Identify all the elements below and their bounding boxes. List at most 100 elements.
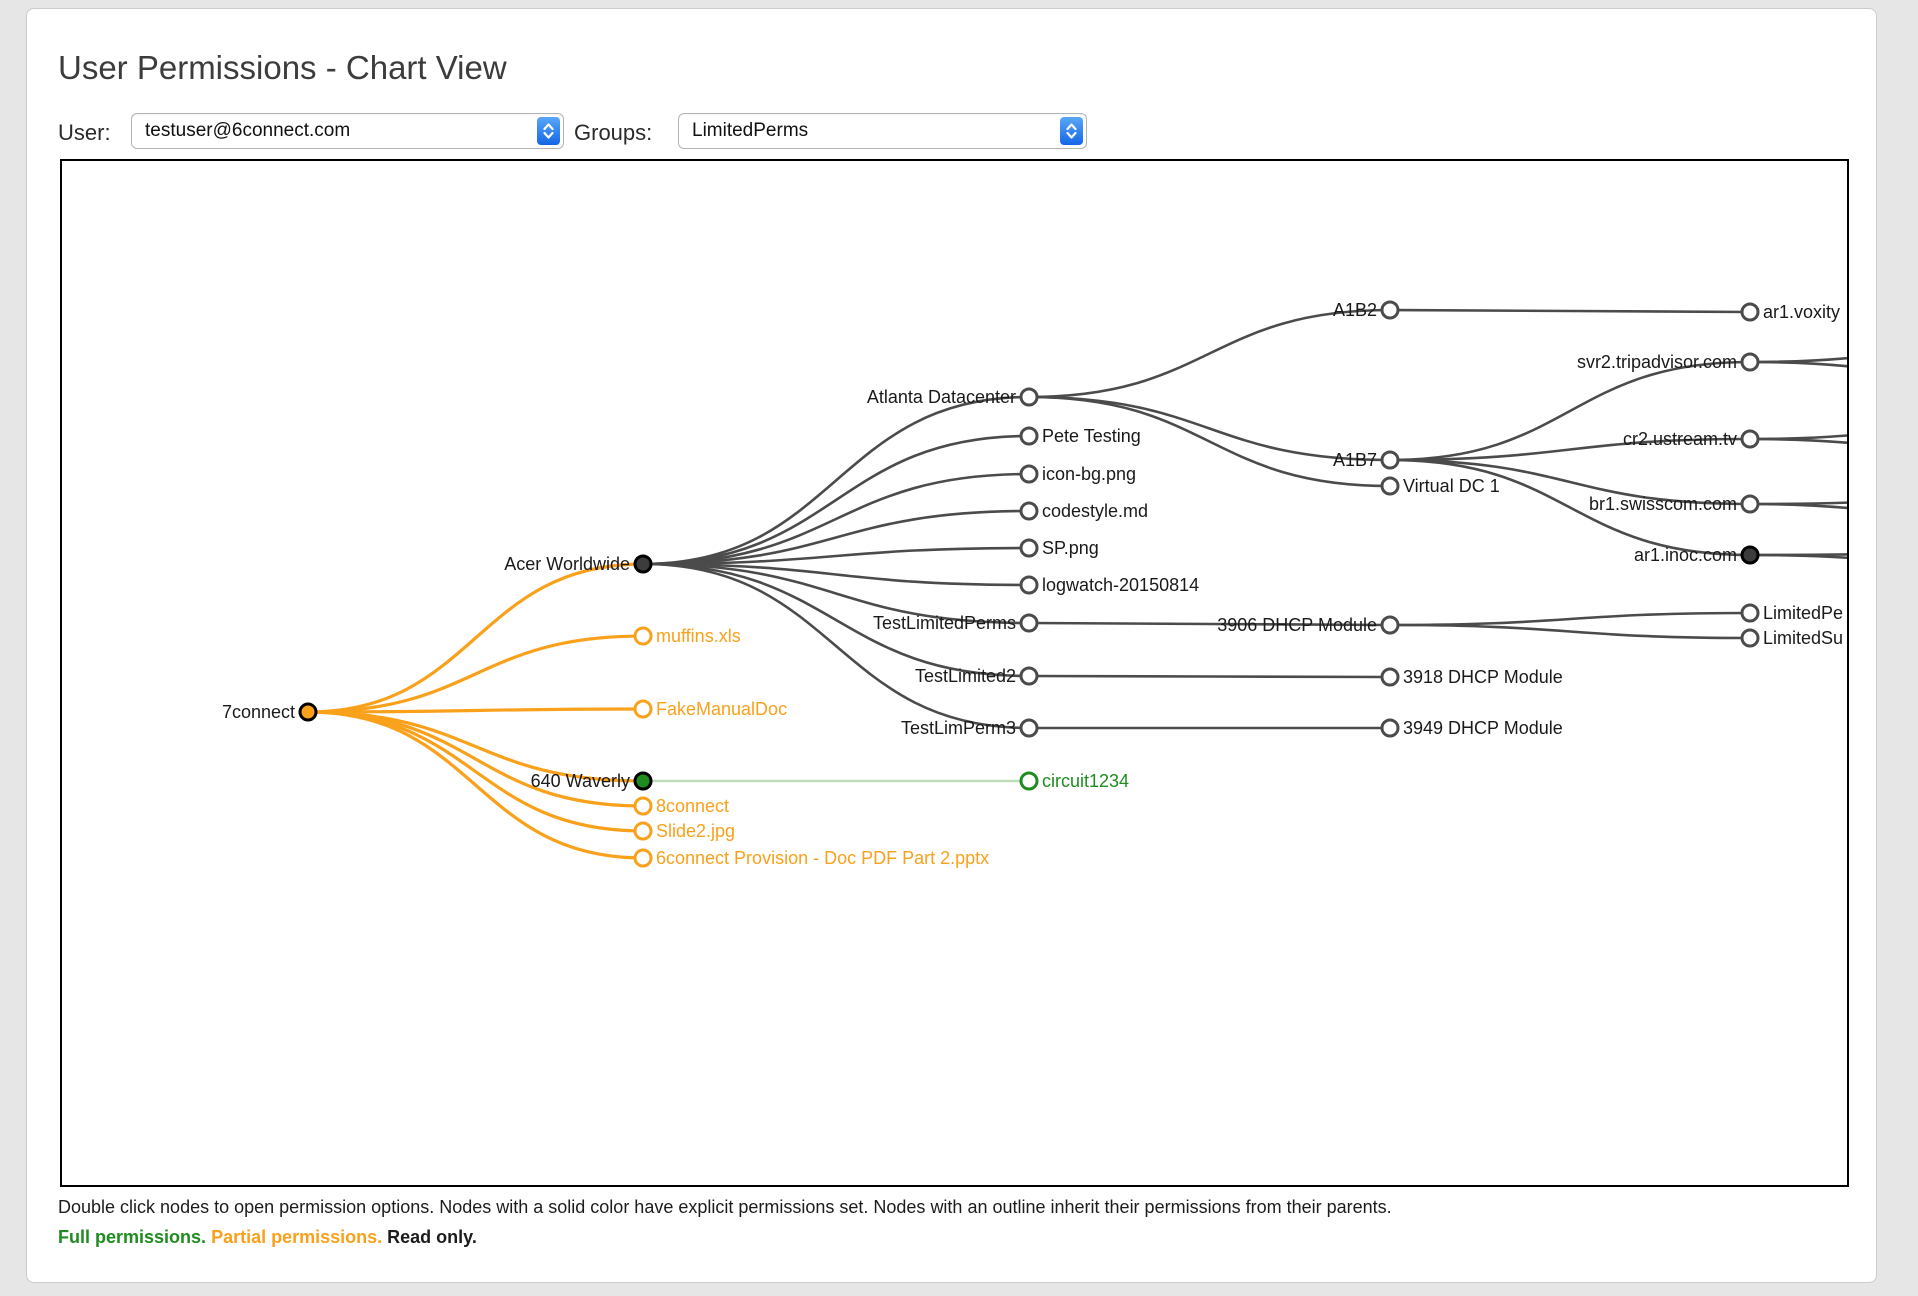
tree-node-br1[interactable] — [1740, 494, 1760, 514]
tree-node-7connect[interactable] — [298, 702, 318, 722]
tree-node-inoc[interactable] — [1740, 545, 1760, 565]
tree-node-codestyle[interactable] — [1019, 501, 1039, 521]
tree-node-fakemanual[interactable] — [633, 699, 653, 719]
tree-node-atlanta[interactable] — [1019, 387, 1039, 407]
select-stepper-icon[interactable] — [1060, 117, 1083, 145]
tree-node-m3906[interactable] — [1380, 615, 1400, 635]
tree-label-inoc: ar1.inoc.com — [1634, 545, 1737, 565]
page-title: User Permissions - Chart View — [58, 49, 507, 86]
tree-label-slide2: Slide2.jpg — [656, 821, 735, 841]
tree-link — [1389, 623, 1751, 640]
tree-label-logwatch: logwatch-20150814 — [1042, 575, 1199, 595]
tree-node-tlp[interactable] — [1019, 613, 1039, 633]
tree-link — [642, 562, 1030, 730]
tree-label-lims: LimitedSu — [1763, 628, 1843, 648]
tree-node-svr2[interactable] — [1740, 352, 1760, 372]
tree-link — [1389, 308, 1751, 314]
tree-node-limp[interactable] — [1740, 603, 1760, 623]
tree-node-circuit[interactable] — [1019, 771, 1039, 791]
tree-link — [642, 546, 1030, 566]
tree-node-waverly[interactable] — [633, 771, 653, 791]
tree-link — [307, 710, 644, 808]
tree-link — [307, 634, 644, 714]
user-select-value: testuser@6connect.com — [145, 120, 351, 141]
tree-link — [1028, 395, 1391, 488]
tree-label-svr2: svr2.tripadvisor.com — [1577, 352, 1737, 372]
tree-node-vdc1[interactable] — [1380, 476, 1400, 496]
tree-link — [642, 509, 1030, 566]
permissions-tree: 7connect Acer Worldwide muffins.xlsFakeMan… — [222, 300, 1847, 868]
tree-link — [1749, 501, 1847, 506]
tree-label-muffins: muffins.xls — [656, 626, 741, 646]
tree-label-m3906: 3906 DHCP Module — [1217, 615, 1377, 635]
tree-node-m3918[interactable] — [1380, 667, 1400, 687]
tree-node-a1b2[interactable] — [1380, 300, 1400, 320]
tree-label-codestyle: codestyle.md — [1042, 501, 1148, 521]
tree-link — [642, 434, 1030, 566]
tree-node-m3949[interactable] — [1380, 718, 1400, 738]
tree-node-sppng[interactable] — [1019, 538, 1039, 558]
tree-label-tl2: TestLimited2 — [915, 666, 1016, 686]
tree-label-acer: Acer Worldwide — [504, 554, 630, 574]
tree-link — [642, 562, 1030, 678]
footer-legend: Full permissions. Partial permissions. R… — [58, 1227, 477, 1248]
tree-node-lims[interactable] — [1740, 628, 1760, 648]
tree-label-a1b2: A1B2 — [1333, 300, 1377, 320]
tree-link — [1028, 621, 1391, 627]
tree-label-fakemanual: FakeManualDoc — [656, 699, 787, 719]
tree-label-circuit: circuit1234 — [1042, 771, 1129, 791]
tree-link — [1389, 437, 1751, 462]
tree-link — [1389, 611, 1751, 627]
tree-node-tlp3[interactable] — [1019, 718, 1039, 738]
tree-link — [642, 472, 1030, 566]
tree-link — [642, 395, 1030, 566]
tree-label-iconbg: icon-bg.png — [1042, 464, 1136, 484]
tree-link — [1749, 502, 1847, 510]
tree-link — [1749, 437, 1847, 445]
tree-link — [307, 562, 644, 714]
tree-label-m3949: 3949 DHCP Module — [1403, 718, 1563, 738]
app-card: User Permissions - Chart View User: test… — [26, 8, 1877, 1283]
tree-label-waverly: 640 Waverly — [531, 771, 630, 791]
footer-instructions: Double click nodes to open permission op… — [58, 1197, 1392, 1217]
tree-link — [1389, 360, 1751, 462]
tree-node-iconbg[interactable] — [1019, 464, 1039, 484]
legend-read-only: Read only. — [387, 1227, 477, 1247]
tree-node-tl2[interactable] — [1019, 666, 1039, 686]
tree-label-pete: Pete Testing — [1042, 426, 1141, 446]
user-select[interactable]: testuser@6connect.com — [131, 113, 564, 149]
groups-select-value: LimitedPerms — [692, 120, 809, 141]
tree-label-cr2: cr2.ustream.tv — [1623, 429, 1737, 449]
legend-partial-permissions: Partial permissions. — [211, 1227, 383, 1247]
tree-label-tlp: TestLimitedPerms — [873, 613, 1016, 633]
tree-link — [1749, 553, 1847, 560]
tree-label-6cp: 6connect Provision - Doc PDF Part 2.pptx — [656, 848, 989, 868]
tree-label-limp: LimitedPe — [1763, 603, 1843, 623]
tree-node-8connect[interactable] — [633, 796, 653, 816]
tree-node-muffins[interactable] — [633, 626, 653, 646]
groups-select[interactable]: LimitedPerms — [678, 113, 1087, 149]
tree-node-pete[interactable] — [1019, 426, 1039, 446]
legend-full-permissions: Full permissions. — [58, 1227, 207, 1247]
tree-link — [642, 562, 1030, 625]
select-stepper-icon[interactable] — [537, 117, 560, 145]
tree-node-acer[interactable] — [633, 554, 653, 574]
tree-link — [1749, 360, 1847, 368]
tree-node-cr2[interactable] — [1740, 429, 1760, 449]
tree-label-voxity: ar1.voxity — [1763, 302, 1840, 322]
tree-link — [1028, 674, 1391, 679]
tree-link — [642, 562, 1030, 587]
tree-label-8connect: 8connect — [656, 796, 729, 816]
tree-node-logwatch[interactable] — [1019, 575, 1039, 595]
tree-label-tlp3: TestLimPerm3 — [901, 718, 1016, 738]
tree-label-sppng: SP.png — [1042, 538, 1099, 558]
tree-node-a1b7[interactable] — [1380, 450, 1400, 470]
tree-node-slide2[interactable] — [633, 821, 653, 841]
tree-link — [1389, 458, 1751, 506]
tree-label-m3918: 3918 DHCP Module — [1403, 667, 1563, 687]
tree-node-voxity[interactable] — [1740, 302, 1760, 322]
tree-label-7connect: 7connect — [222, 702, 295, 722]
tree-node-6cp[interactable] — [633, 848, 653, 868]
tree-link — [1389, 458, 1751, 557]
